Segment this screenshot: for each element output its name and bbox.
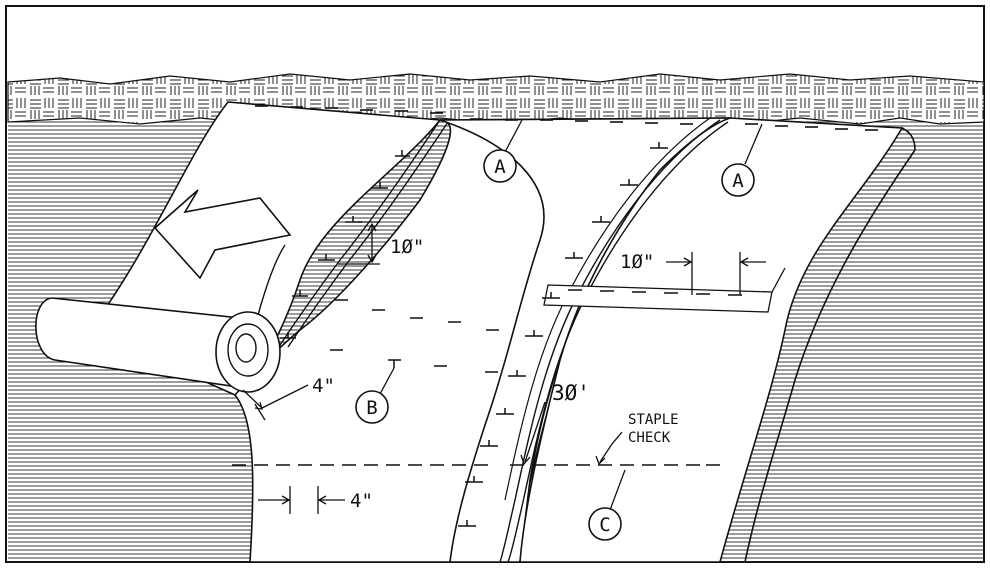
dimension-10in-horizontal xyxy=(666,252,766,295)
staple-check-line2: CHECK xyxy=(628,430,671,446)
callout-c-label: C xyxy=(599,514,610,536)
callout-b: B xyxy=(355,367,395,424)
dimension-10in-vertical xyxy=(338,221,380,265)
blanket-roll xyxy=(35,244,286,393)
dimension-10in-horizontal-label: 1Ø" xyxy=(620,251,654,273)
staple-check-leader xyxy=(595,431,623,466)
staple-row-left-fold xyxy=(280,150,410,339)
staple-pattern-b xyxy=(330,299,499,373)
dimension-30ft-leader xyxy=(520,401,546,466)
blanket-strip-right xyxy=(519,117,904,563)
callout-b-label: B xyxy=(366,397,377,419)
dimension-4in-spacing xyxy=(258,486,345,514)
callout-a-left: A xyxy=(483,119,523,183)
dimension-4in-edge-label: 4" xyxy=(312,375,335,397)
dimension-4in-edge xyxy=(242,384,309,421)
staple-row-overlap xyxy=(568,289,742,296)
dimension-10in-vertical-label: 1Ø" xyxy=(390,236,424,258)
staple-row-top xyxy=(255,105,878,131)
callout-c: C xyxy=(588,469,626,541)
callout-a-right: A xyxy=(721,123,763,197)
callout-a-right-label: A xyxy=(732,170,744,192)
staple-check-line1: STAPLE xyxy=(628,412,679,428)
staple-row-middle-fold xyxy=(458,142,668,527)
callout-a-left-label: A xyxy=(494,156,506,178)
rolling-direction-arrow xyxy=(153,189,292,280)
dimension-4in-spacing-label: 4" xyxy=(350,490,373,512)
topsoil-band xyxy=(7,73,985,125)
dimension-30ft-label: 3Ø' xyxy=(552,381,590,405)
